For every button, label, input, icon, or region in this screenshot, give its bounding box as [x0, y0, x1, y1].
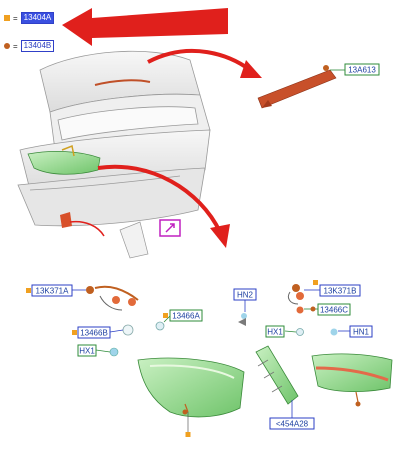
- legend-row-13404a: = 13404A: [4, 12, 55, 24]
- clip-hn1: [330, 328, 350, 336]
- curved-arrow-to-tail-lamp: [97, 164, 230, 248]
- svg-text:13K371B: 13K371B: [324, 287, 357, 296]
- svg-text:13A613: 13A613: [348, 66, 376, 75]
- callout-454a28[interactable]: <454A28: [269, 417, 315, 430]
- callout-hx1-left[interactable]: HX1: [77, 344, 97, 357]
- view-link-icon[interactable]: [159, 219, 181, 237]
- high-mount-stop-lamp: [257, 65, 345, 109]
- tail-lamp-left: [137, 357, 245, 437]
- socket-hx1-right: [284, 328, 304, 336]
- brown-dot-marker: [4, 43, 10, 49]
- svg-text:HN1: HN1: [353, 328, 370, 337]
- legend-code-13404b[interactable]: 13404B: [20, 40, 55, 52]
- tail-lamp-right: [311, 353, 393, 407]
- callout-13a613[interactable]: 13A613: [344, 63, 380, 76]
- bulb-holder-right: [287, 284, 320, 305]
- callout-13466a[interactable]: 13466A: [163, 309, 203, 322]
- callout-13466c[interactable]: 13466C: [310, 303, 351, 316]
- reflector-454a28: [255, 345, 299, 418]
- svg-text:13466C: 13466C: [320, 306, 348, 315]
- orange-square-marker: [4, 15, 10, 21]
- svg-text:HX1: HX1: [267, 328, 283, 337]
- svg-text:13K371A: 13K371A: [36, 287, 70, 296]
- bumper-reflector-icon: [60, 212, 72, 228]
- svg-text:13466B: 13466B: [80, 329, 108, 338]
- curved-arrow-to-high-mount-lamp: [147, 48, 262, 78]
- bulb-13466a-left: [155, 315, 171, 331]
- svg-text:<454A28: <454A28: [276, 420, 309, 429]
- svg-text:HX1: HX1: [79, 347, 95, 356]
- legend-row-13404b: = 13404B: [4, 40, 55, 52]
- clip-hn2: [238, 298, 247, 326]
- car-rear-illustration: [17, 50, 211, 227]
- bulb-holder-left: [86, 285, 139, 311]
- svg-text:HN2: HN2: [237, 291, 254, 300]
- tail-lamp-on-car: [27, 144, 101, 175]
- callout-hn2[interactable]: HN2: [233, 288, 257, 301]
- socket-hx1-left: [95, 347, 119, 357]
- legend-code-13404a[interactable]: 13404A: [20, 12, 55, 24]
- callout-13k371a[interactable]: 13K371A: [26, 284, 73, 297]
- callout-hx1-right[interactable]: HX1: [265, 325, 285, 338]
- callout-13k371b[interactable]: 13K371B: [313, 280, 361, 297]
- legend-equals: =: [13, 13, 18, 23]
- pointer-arrow: [62, 8, 228, 46]
- svg-text:13466A: 13466A: [172, 312, 200, 321]
- legend-equals: =: [13, 41, 18, 51]
- callout-hn1[interactable]: HN1: [349, 325, 373, 338]
- callout-13466b[interactable]: 13466B: [72, 326, 111, 339]
- bulb-13466b-left: [109, 324, 134, 336]
- trim-piece: [119, 221, 149, 259]
